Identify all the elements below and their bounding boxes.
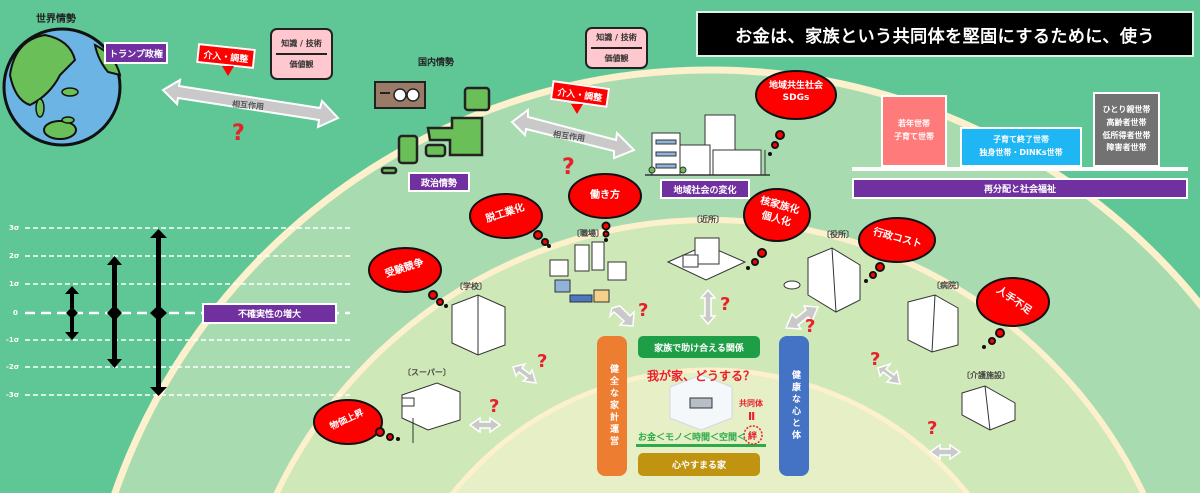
- household-label: 障害者世帯: [1106, 143, 1147, 153]
- cloud-line: 行政コスト: [871, 226, 923, 251]
- redistribution-bar: 再分配と社会福祉: [852, 178, 1188, 199]
- cloud-workstyle: [568, 173, 642, 219]
- title-banner: お金は、家族という共同体を堅固にするために、使う: [696, 11, 1194, 57]
- domestic-tag: 政治情勢: [408, 172, 470, 192]
- community-label: 共同体: [739, 399, 763, 408]
- question-mark: ?: [537, 351, 548, 372]
- japan-map-icon: [380, 86, 491, 175]
- sigma-label: 1σ: [9, 280, 20, 288]
- community-change-tag: 地域社会の変化: [660, 179, 750, 199]
- household-budget-label: 健全な家計運営: [607, 364, 618, 448]
- question-mark: ?: [805, 316, 816, 337]
- place-workplace: 〔職場〕: [572, 229, 604, 238]
- world-heading: 世界情勢: [36, 14, 76, 25]
- household-young: 若年世帯 子育て世帯: [881, 95, 947, 167]
- values-label: 価値観: [289, 60, 314, 69]
- household-label: 独身世帯・DINKs世帯: [979, 148, 1063, 157]
- cloud-line: 受験競争: [383, 257, 426, 280]
- globe-icon: [2, 27, 122, 147]
- domestic-knowledge-box: 知識 / 技術 価値観: [585, 27, 648, 69]
- bond-label: 絆: [748, 432, 758, 442]
- place-neighborhood: 〔近所〕: [692, 215, 724, 224]
- cloud-sdgs-label: 地域共生社会 SDGs: [756, 71, 836, 119]
- uncertainty-tag: 不確実性の増大: [202, 303, 337, 324]
- community-buildings-icon: [645, 114, 770, 176]
- cloud-price: [313, 399, 383, 445]
- place-supermarket: 〔スーパー〕: [403, 368, 451, 377]
- knowledge-label: 知識 / 技術: [281, 39, 322, 48]
- household-budget-bar: 健全な家計運営: [597, 336, 627, 476]
- divider: [590, 47, 643, 49]
- sigma-label: 2σ: [9, 252, 20, 260]
- health-label: 健康な心と体: [789, 370, 800, 442]
- building-icons: [401, 237, 1016, 443]
- domestic-question-mark: ?: [562, 155, 575, 180]
- sigma-label: 0: [13, 309, 18, 317]
- cloud-workstyle-label: 働き方: [569, 174, 641, 218]
- cloud-exam: [368, 247, 442, 293]
- place-care-facility: 〔介護施設〕: [962, 371, 1010, 380]
- health-bar: 健康な心と体: [779, 336, 809, 476]
- cloud-deindustrial: [469, 193, 543, 239]
- household-middle: 子育て終了世帯 独身世帯・DINKs世帯: [960, 127, 1082, 167]
- household-vulnerable: ひとり親世帯 高齢者世帯 低所得者世帯 障害者世帯: [1093, 92, 1160, 167]
- intervention-arrow-icon: [222, 66, 234, 76]
- sigma-label: -3σ: [6, 391, 20, 399]
- question-mark: ?: [489, 396, 500, 417]
- sigma-label: -2σ: [6, 363, 20, 371]
- comfortable-home-bar: 心やすまる家: [638, 453, 760, 476]
- family-relationship-bar: 家族で助け合える関係: [638, 336, 760, 358]
- domestic-heading: 国内情勢: [418, 58, 455, 68]
- intervention-arrow-icon: [571, 104, 583, 114]
- cloud-labor: [976, 277, 1050, 327]
- world-tag: トランプ政権: [104, 42, 168, 64]
- place-office: 〔役所〕: [822, 230, 854, 239]
- household-label: 若年世帯: [898, 119, 930, 129]
- cloud-admin-cost: [858, 217, 936, 263]
- household-label: 子育て終了世帯: [993, 135, 1049, 145]
- knowledge-label: 知識 / 技術: [596, 33, 637, 42]
- household-label: ひとり親世帯: [1102, 104, 1151, 114]
- household-label: 子育て世帯: [894, 132, 934, 141]
- household-baseline: [852, 167, 1188, 171]
- sigma-label: 3σ: [9, 224, 20, 232]
- household-label: 高齢者世帯: [1106, 117, 1147, 127]
- interaction-arrow-domestic: [510, 108, 636, 160]
- question-mark: ?: [927, 418, 938, 439]
- world-question-mark: ?: [232, 121, 245, 146]
- household-label: 低所得者世帯: [1102, 130, 1151, 140]
- question-mark: ?: [638, 300, 649, 321]
- place-school: 〔学校〕: [455, 282, 487, 291]
- question-mark: ?: [870, 349, 881, 370]
- cloud-line: 地域共生社会: [768, 81, 823, 91]
- cloud-line: SDGs: [782, 93, 810, 104]
- values-label: 価値観: [604, 54, 629, 63]
- cloud-line: 脱工業化: [484, 202, 526, 226]
- family-question: 我が家、どうする？: [647, 369, 756, 383]
- radio-icon: [374, 81, 426, 109]
- cloud-sdgs: [755, 70, 837, 120]
- cloud-line: 働き方: [590, 190, 620, 201]
- divider: [275, 53, 328, 55]
- world-knowledge-box: 知識 / 技術 価値観: [270, 28, 333, 80]
- interaction-arrow-world: [161, 78, 340, 129]
- priority-label: お金＜モノ＜時間＜空間＜: [638, 433, 747, 443]
- cloud-nuclear: [743, 188, 811, 242]
- place-hospital: 〔病院〕: [932, 281, 964, 290]
- equals-sign: Ⅱ: [748, 410, 756, 423]
- question-mark: ?: [720, 294, 731, 315]
- sigma-label: -1σ: [6, 336, 20, 344]
